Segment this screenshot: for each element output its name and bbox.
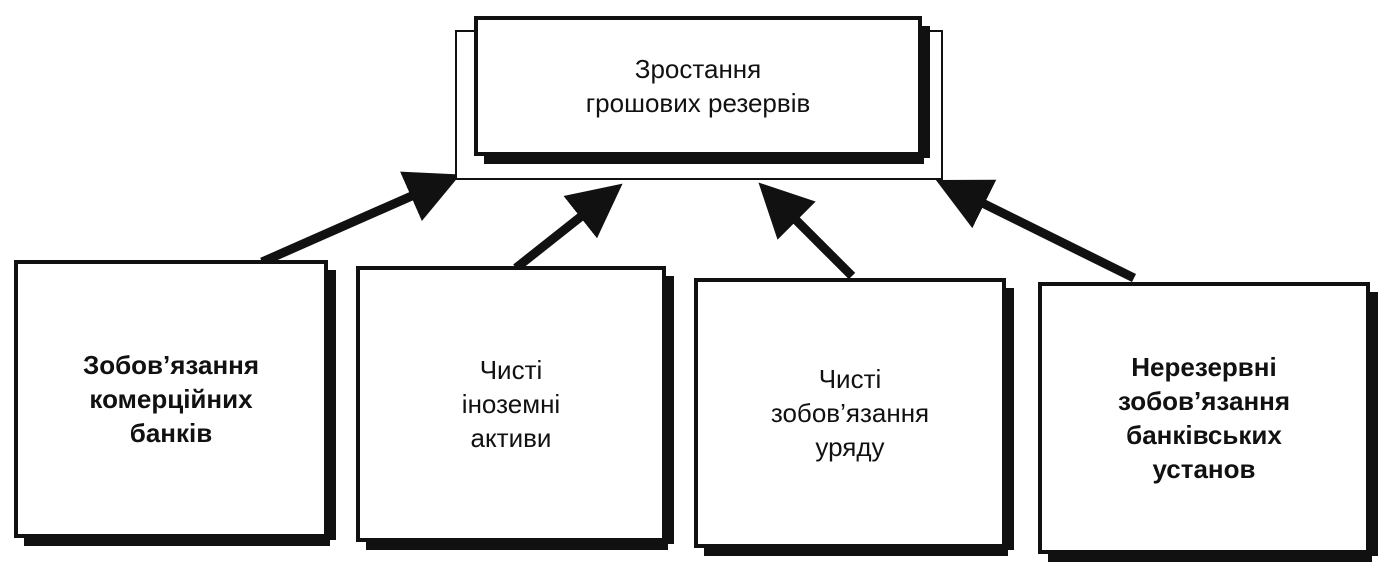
box-label: Нерезервні зобов’язання банківських уста…: [1117, 352, 1291, 484]
box-net-foreign-assets: Чисті іноземні активи: [356, 266, 674, 550]
box-label: Чисті зобов’язання уряду: [770, 364, 930, 462]
box-shadow: [1368, 292, 1378, 556]
root-box-label: Зростання грошових резервів: [585, 54, 811, 118]
arrow-from-government: [758, 182, 856, 280]
root-box-money-reserves-growth: Зростання грошових резервів: [474, 16, 930, 164]
root-box-shadow-bottom: [484, 154, 924, 164]
root-box-shadow: [920, 26, 930, 158]
box-net-government-liabilities: Чисті зобов’язання уряду: [694, 278, 1014, 556]
arrow-from-commercial-banks: [260, 171, 461, 267]
box-shadow: [1004, 288, 1014, 550]
box-nonreserve-bank-liabilities: Нерезервні зобов’язання банківських уста…: [1038, 282, 1378, 562]
box-commercial-banks-liabilities: Зобов’язання комерційних банків: [14, 260, 336, 546]
arrow-from-nonreserve: [935, 179, 1136, 283]
arrow-from-foreign-assets: [513, 183, 623, 272]
box-shadow-bottom: [24, 536, 330, 546]
box-shadow: [664, 276, 674, 544]
box-shadow-bottom: [704, 546, 1008, 556]
box-label: Чисті іноземні активи: [461, 355, 561, 453]
box-shadow: [326, 270, 336, 540]
box-shadow-bottom: [1048, 552, 1372, 562]
box-label: Зобов’язання комерційних банків: [82, 350, 260, 448]
box-shadow-bottom: [366, 540, 668, 550]
